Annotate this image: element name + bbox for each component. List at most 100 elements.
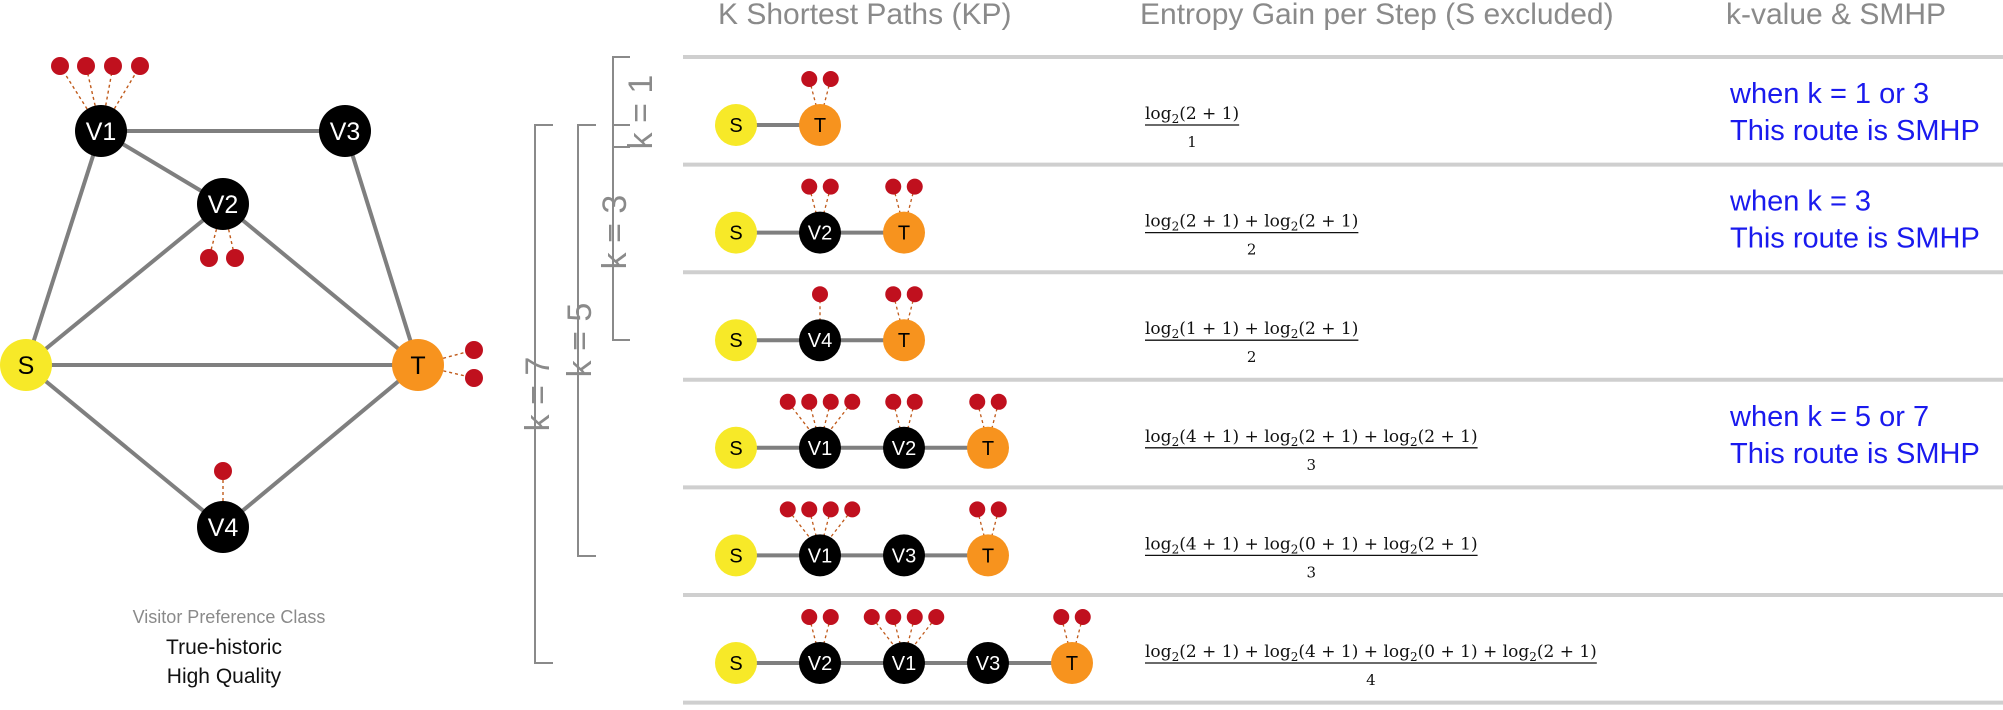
- preference-link: [808, 186, 817, 214]
- preference-link: [892, 616, 901, 645]
- preference-link: [991, 509, 1000, 537]
- graph-edge-v2-s: [24, 202, 225, 367]
- path-node-label: S: [729, 438, 742, 460]
- preference-dot: [990, 393, 1007, 410]
- graph-edge-v1-s: [24, 130, 103, 366]
- preference-dot: [822, 71, 839, 87]
- path-node-t: [1051, 642, 1093, 684]
- preference-dot: [812, 286, 828, 303]
- path-node-label: V4: [808, 330, 832, 352]
- preference-link: [907, 616, 916, 645]
- graph-node-t: [392, 339, 444, 391]
- graph-edge-v4-t: [221, 363, 420, 529]
- path-node-label: V3: [976, 653, 1000, 675]
- path-node-label: V3: [892, 545, 916, 567]
- entropy-denominator: 4: [1366, 671, 1376, 689]
- path-node-v2: [799, 211, 841, 254]
- preference-dot: [779, 501, 796, 518]
- preference-link: [823, 186, 832, 214]
- path-node-v3: [883, 534, 925, 577]
- entropy-denominator: 2: [1247, 241, 1257, 259]
- path-node-v1: [883, 642, 925, 684]
- preference-link: [808, 78, 817, 107]
- preference-dot: [801, 393, 818, 410]
- preference-dot: [226, 249, 244, 267]
- path-node-label: V1: [892, 653, 916, 675]
- column-headers: K Shortest Paths (KP) Entropy Gain per S…: [718, 0, 1946, 31]
- preference-dot: [822, 178, 839, 195]
- preference-link: [85, 65, 96, 106]
- path-node-label: V1: [808, 438, 832, 460]
- path-node-v3: [967, 642, 1009, 684]
- path-node-v1: [799, 426, 841, 469]
- graph-edge-s-v4: [24, 363, 225, 529]
- preference-dot: [822, 501, 839, 518]
- preference-link: [808, 509, 817, 537]
- path-node-label: S: [729, 545, 742, 567]
- preference-dot: [990, 501, 1007, 518]
- preference-dot: [801, 178, 818, 195]
- caption-title: Visitor Preference Class: [133, 607, 326, 627]
- path-node-label: T: [814, 115, 826, 137]
- entropy-denominator: 3: [1307, 456, 1317, 474]
- entropy-numerator: log2(2 + 1): [1145, 104, 1239, 126]
- preference-dot: [200, 249, 218, 267]
- preference-dot: [465, 341, 483, 359]
- preference-link: [1060, 616, 1069, 645]
- path-node-label: V2: [808, 653, 832, 675]
- preference-dot: [906, 286, 923, 303]
- path-node-t: [967, 534, 1009, 577]
- smhp-note-line: when k = 3: [1729, 186, 1871, 218]
- preference-link: [892, 186, 901, 214]
- path-node-s: [715, 104, 757, 146]
- path-node-t: [799, 104, 841, 146]
- smhp-note-line: This route is SMHP: [1730, 115, 1980, 147]
- k-brackets: k = 1 k = 3 k = 5 k = 7: [519, 56, 660, 664]
- path-node-label: S: [729, 115, 742, 137]
- smhp-note-line: This route is SMHP: [1730, 438, 1980, 470]
- preference-dot: [844, 501, 861, 518]
- graph-caption: Visitor Preference Class True-historic H…: [133, 607, 326, 688]
- entropy-numerator: log2(2 + 1) + log2(4 + 1) + log2(0 + 1) …: [1145, 642, 1597, 664]
- path-node-s: [715, 642, 757, 684]
- path-node-label: V2: [808, 223, 832, 245]
- preference-link: [976, 401, 985, 429]
- path-node-s: [715, 211, 757, 254]
- path-node-t: [883, 319, 925, 362]
- graph-node-v4: [197, 501, 249, 553]
- path-node-s: [715, 319, 757, 362]
- preference-dot: [51, 57, 69, 75]
- smhp-note-line: when k = 1 or 3: [1729, 78, 1929, 110]
- caption-line-2: High Quality: [167, 665, 282, 688]
- preference-dot: [885, 393, 902, 410]
- preference-link: [892, 401, 901, 429]
- preference-dot: [214, 462, 232, 480]
- path-node-s: [715, 534, 757, 577]
- preference-link: [823, 509, 832, 537]
- graph-edge-v2-t: [221, 202, 420, 367]
- path-node-v2: [883, 426, 925, 469]
- graph-node-label: V3: [330, 118, 361, 146]
- path-node-label: S: [729, 330, 742, 352]
- preference-dot: [969, 501, 986, 518]
- graph-node-label: V2: [208, 191, 239, 219]
- graph-node-label: S: [18, 352, 35, 380]
- path-node-label: S: [729, 653, 742, 675]
- path-node-label: T: [982, 438, 994, 460]
- preference-link: [823, 401, 832, 429]
- path-node-label: T: [1066, 653, 1078, 675]
- entropy-denominator: 1: [1187, 133, 1197, 151]
- preference-dot: [779, 393, 796, 410]
- graph-node-v2: [197, 178, 249, 230]
- path-node-label: T: [982, 545, 994, 567]
- k-label-5: k = 5: [561, 303, 599, 378]
- bracket-k1: [612, 56, 630, 148]
- preference-link: [808, 616, 817, 645]
- path-node-t: [883, 211, 925, 254]
